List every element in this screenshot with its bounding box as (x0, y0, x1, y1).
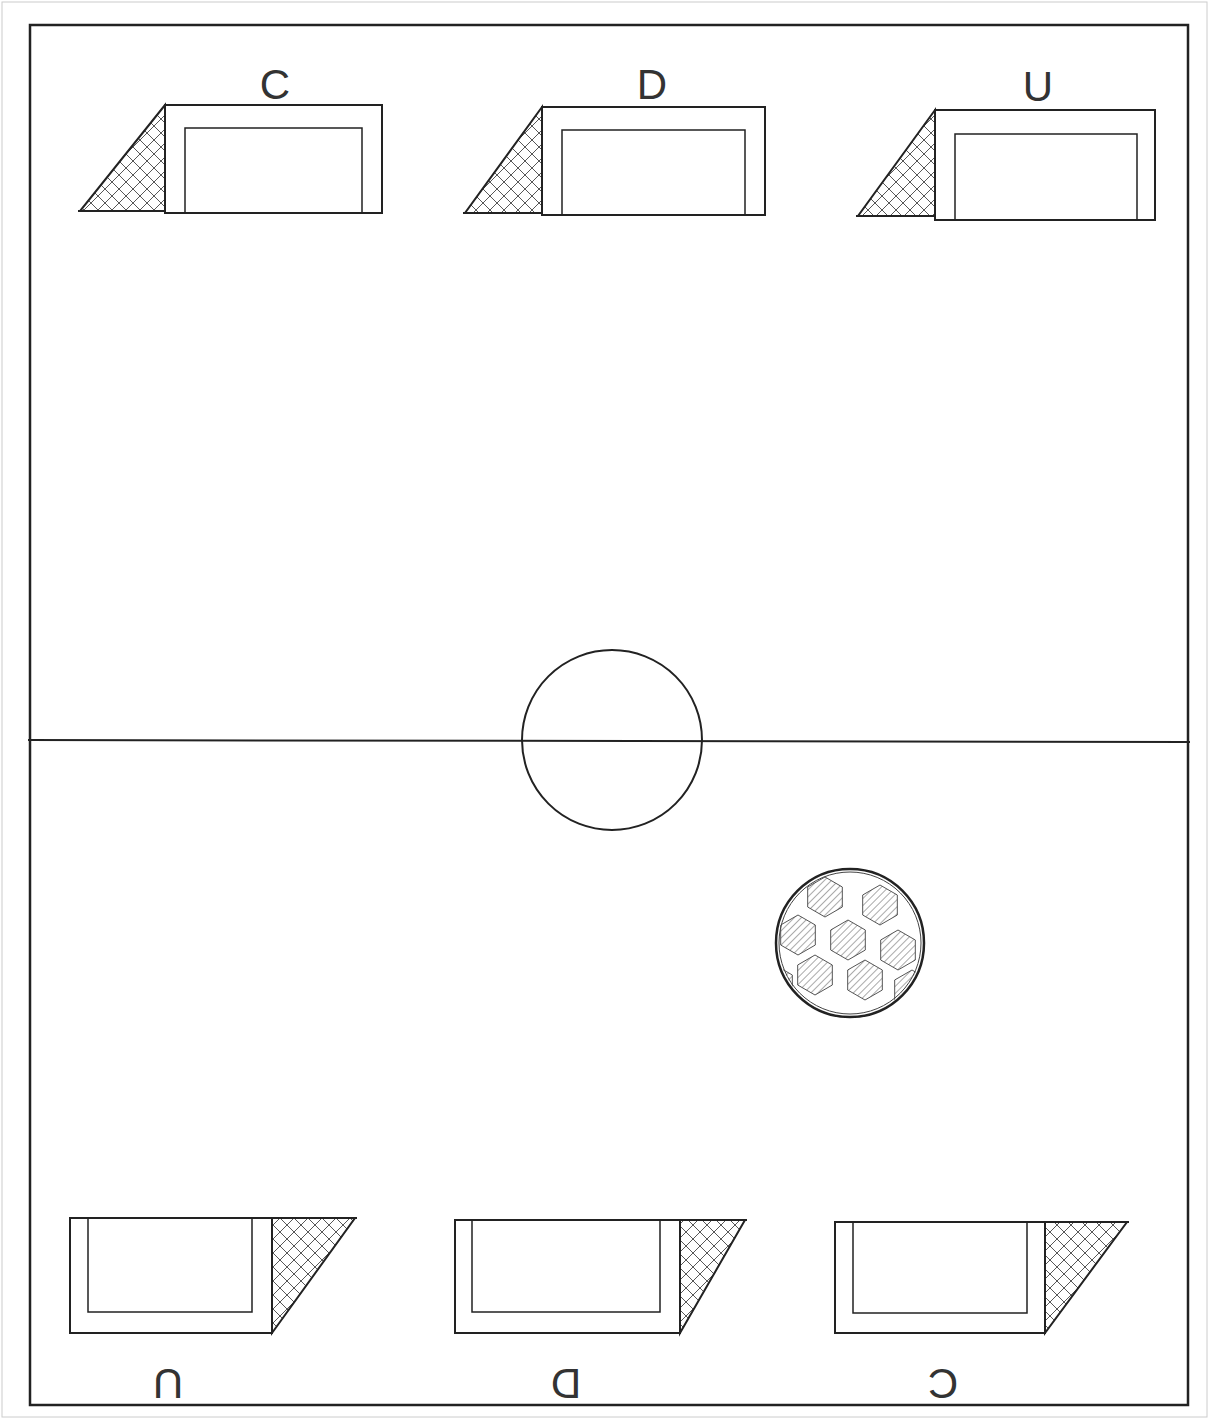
center-circle (522, 650, 702, 830)
ball-panel (781, 915, 816, 955)
field-border (30, 25, 1188, 1405)
goal (463, 107, 765, 215)
ball-panel (895, 970, 930, 1010)
goal (856, 110, 1155, 220)
ball-panel (831, 920, 866, 960)
goal-letter: C (928, 1362, 958, 1404)
halfway-line (28, 740, 1190, 742)
goal-letter: C (260, 64, 290, 106)
goal (70, 1218, 357, 1333)
goal-letter: D (551, 1362, 581, 1404)
ball (758, 869, 930, 1017)
ball-panel (798, 955, 833, 995)
ball-panel (758, 965, 793, 1005)
goal (78, 105, 382, 213)
goal-letter: U (153, 1362, 183, 1404)
goal (455, 1220, 747, 1333)
goal (835, 1222, 1129, 1333)
ball-panel (881, 930, 916, 970)
goal-letter: U (1023, 66, 1053, 108)
ball-panel (863, 885, 898, 925)
goal-letter: D (637, 64, 667, 106)
ball-panel (848, 960, 883, 1000)
